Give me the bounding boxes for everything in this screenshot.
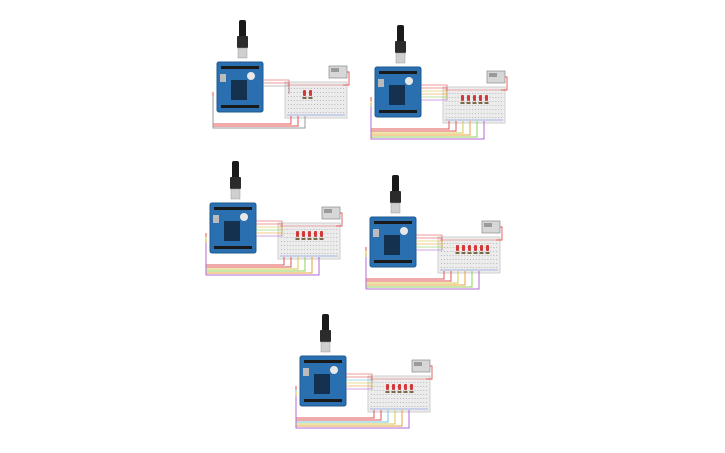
led-icon <box>295 231 300 240</box>
wire <box>416 249 443 251</box>
wire <box>263 85 290 94</box>
led-icon <box>313 231 318 240</box>
power-supply-icon <box>486 70 506 84</box>
breadboard-icon[interactable] <box>277 222 341 260</box>
wire <box>295 396 410 429</box>
usb-cable-icon <box>395 25 406 64</box>
wire <box>370 107 485 140</box>
led-icon <box>403 384 408 393</box>
arduino-uno-icon[interactable] <box>209 202 257 254</box>
wire <box>421 96 448 99</box>
wire <box>496 226 503 241</box>
breadboard-icon[interactable] <box>437 236 501 274</box>
led-icon <box>301 231 306 240</box>
wire <box>426 365 433 380</box>
led-icon <box>302 90 307 99</box>
wire <box>346 385 373 388</box>
led-icon <box>478 95 483 104</box>
led-icon <box>391 384 396 393</box>
wire <box>336 212 343 227</box>
circuit-1[interactable] <box>212 20 350 129</box>
led-icon <box>472 95 477 104</box>
circuit-3[interactable] <box>205 161 343 276</box>
power-supply-icon <box>481 220 501 234</box>
arduino-uno-icon[interactable] <box>369 216 417 268</box>
led-icon <box>461 245 466 254</box>
led-icon <box>455 245 460 254</box>
usb-cable-icon <box>237 20 248 59</box>
led-icon <box>484 95 489 104</box>
led-icon <box>319 231 324 240</box>
circuit-4[interactable] <box>365 175 503 290</box>
led-icon <box>385 384 390 393</box>
led-icon <box>397 384 402 393</box>
led-icon <box>409 384 414 393</box>
led-icon <box>307 231 312 240</box>
circuit-2[interactable] <box>370 25 508 140</box>
wire <box>256 232 283 235</box>
arduino-uno-icon[interactable] <box>216 61 264 113</box>
wire <box>212 96 306 129</box>
usb-cable-icon <box>390 175 401 214</box>
circuit-5[interactable] <box>295 314 433 429</box>
wire <box>421 99 448 101</box>
wire <box>501 76 508 91</box>
led-icon <box>467 245 472 254</box>
wire <box>365 257 480 290</box>
power-supply-icon <box>328 65 348 79</box>
breadboard-icon[interactable] <box>284 81 348 119</box>
led-icon <box>473 245 478 254</box>
wire <box>416 246 443 249</box>
arduino-uno-icon[interactable] <box>299 355 347 407</box>
power-supply-icon <box>411 359 431 373</box>
breadboard-icon[interactable] <box>442 86 506 124</box>
usb-cable-icon <box>320 314 331 353</box>
breadboard-icon[interactable] <box>367 375 431 413</box>
led-icon <box>308 90 313 99</box>
led-icon <box>479 245 484 254</box>
led-icon <box>485 245 490 254</box>
led-icon <box>460 95 465 104</box>
arduino-uno-icon[interactable] <box>374 66 422 118</box>
wire <box>205 243 320 276</box>
wire <box>256 235 283 237</box>
led-icon <box>466 95 471 104</box>
wire <box>343 71 350 86</box>
wire <box>346 388 373 390</box>
power-supply-icon <box>321 206 341 220</box>
usb-cable-icon <box>230 161 241 200</box>
